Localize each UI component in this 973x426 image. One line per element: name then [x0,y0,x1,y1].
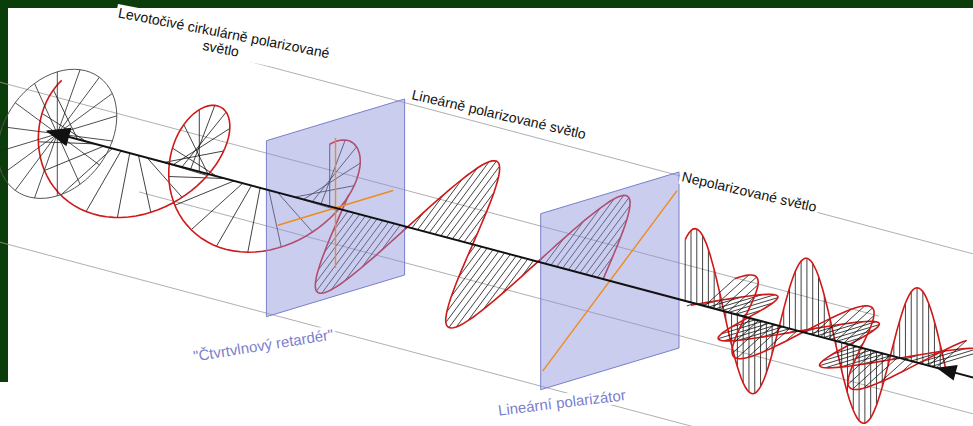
field-vector [880,359,905,382]
field-vector [743,316,744,383]
field-vector [165,151,224,162]
field-vector [732,322,766,353]
field-vector [452,177,498,239]
field-vector [199,110,200,172]
field-vector [824,295,825,337]
field-vector [451,248,487,296]
field-vector [458,192,494,240]
field-vector [772,324,773,354]
field-vector [922,292,923,364]
field-vector [714,270,715,309]
field-vector [870,350,871,418]
plate-axis [335,138,336,268]
field-vector [216,186,251,247]
field-vector [853,355,890,389]
field-vector [446,251,499,322]
field-vector [685,240,686,301]
arrow-head [46,128,72,147]
field-vector [423,179,462,231]
tube-edge [0,78,879,316]
field-vector [806,258,807,333]
field-vector [766,322,767,372]
field-vector [191,105,215,169]
field-vector [15,103,57,134]
field-vector [789,288,790,329]
field-vector [905,303,906,359]
field-vector [764,329,789,352]
field-vector [35,134,58,198]
arrow-head [936,365,957,381]
field-vector [441,161,497,236]
image-ground [8,8,973,426]
field-vector [191,183,243,230]
field-vector [35,83,58,133]
tube-edge [0,238,879,426]
field-vector [708,250,709,308]
field-vector [739,327,783,340]
end-circle [0,69,117,198]
field-vector [754,319,755,393]
field-vector [15,134,57,191]
field-vector [418,195,444,230]
field-vector [812,263,813,334]
field-vector [899,321,900,358]
field-vector [696,229,697,304]
field-vector [175,181,234,205]
field-vector [712,275,749,308]
field-vector [248,188,260,252]
field-vector [57,94,112,134]
field-vector [147,158,182,198]
image-ground [0,382,10,426]
field-vector [117,153,129,217]
field-vector [840,354,884,367]
field-vector [795,271,796,330]
field-vector [447,166,500,237]
field-vector [44,146,103,170]
field-vector [138,155,150,212]
field-vector [2,134,57,174]
field-vector [748,327,782,358]
field-vector [864,357,898,388]
field-vector [57,134,58,196]
field-vector [848,353,882,384]
field-vector [449,253,505,328]
field-vector [911,292,912,361]
field-vector [447,250,493,312]
field-vector [851,328,870,345]
field-vector [735,297,754,314]
field-vector [502,259,528,294]
field-vector [57,70,80,134]
field-vector [86,151,121,212]
wave-curve [732,275,967,390]
field-vector [737,325,774,359]
field-vector [57,77,99,134]
field-vector [801,261,802,332]
field-vector [705,279,735,306]
propagation-axis [48,131,973,382]
field-vector [0,134,57,152]
field-vector [917,288,918,363]
field-vector [57,72,58,134]
field-vector [702,236,703,306]
field-vector [690,231,691,303]
